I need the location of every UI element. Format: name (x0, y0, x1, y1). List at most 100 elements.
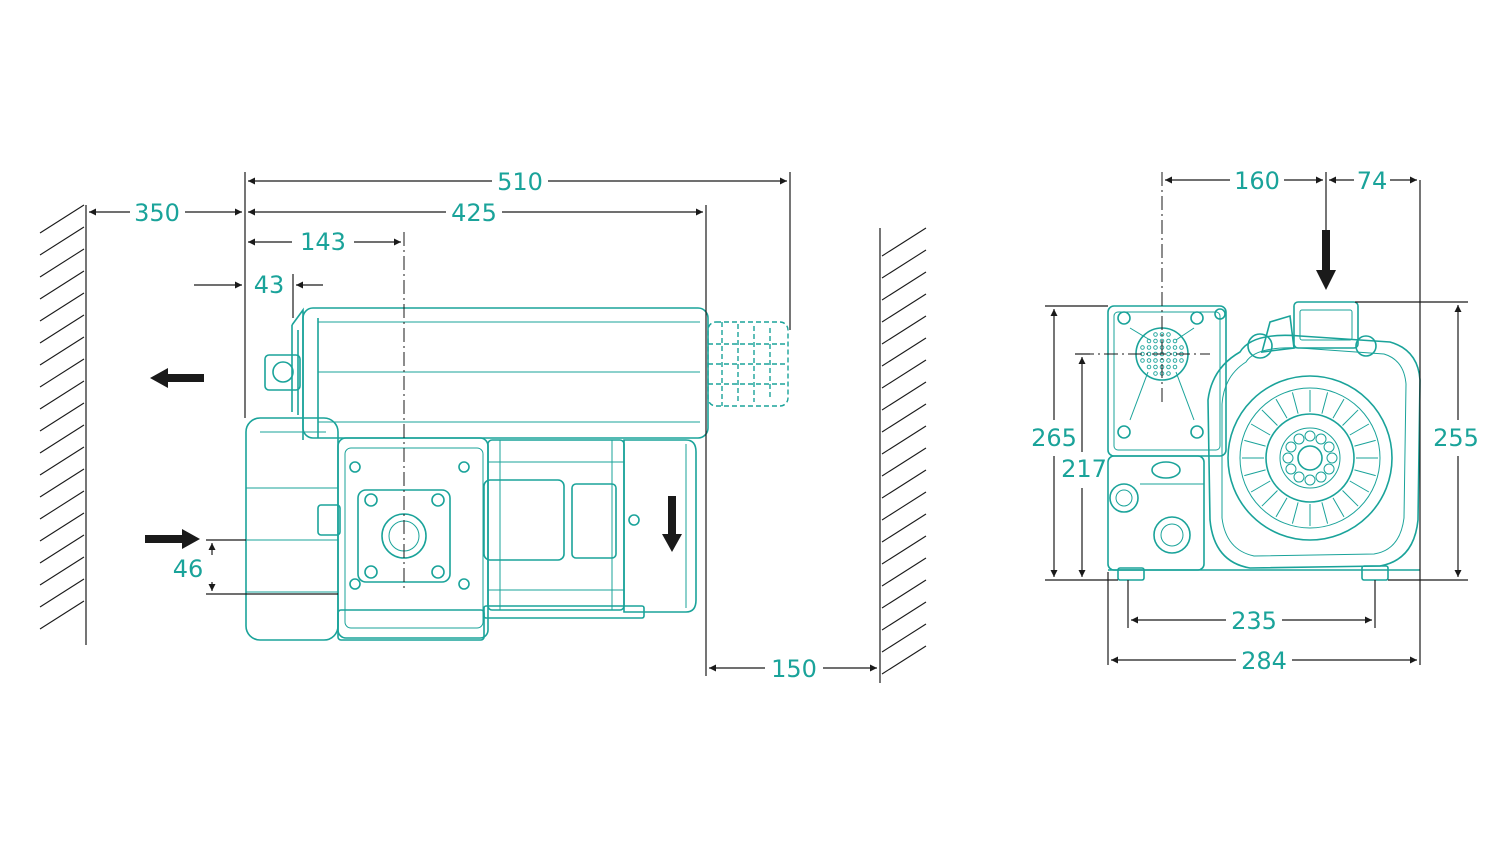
hub-hole (1315, 433, 1327, 445)
hatch-line (39, 578, 85, 608)
hatch-line (881, 315, 927, 345)
inlet-arrow-icon (145, 529, 200, 549)
fan-rib (1342, 409, 1359, 426)
hub-hole (1304, 430, 1316, 442)
hub-hole (1304, 474, 1316, 486)
mesh-dot (1166, 338, 1171, 344)
hatch-line (881, 645, 927, 675)
mesh-dot (1166, 371, 1171, 376)
mesh-dot (1146, 358, 1152, 363)
dim-feet-spacing: 235 (1231, 607, 1277, 635)
hatch-line (39, 534, 85, 564)
dim-wall-clearance-left: 350 (134, 199, 180, 227)
fan-rib (1275, 398, 1288, 419)
dim-wall-clearance-right: 150 (771, 655, 817, 683)
exhaust-arrow-icon (150, 368, 204, 388)
dim-overall-length: 510 (497, 168, 543, 196)
hatch-line (881, 359, 927, 389)
hatch-line (39, 292, 85, 322)
dim-total-width: 284 (1241, 647, 1287, 675)
hatch-line (39, 424, 85, 454)
hatch-line (881, 403, 927, 433)
fan-rib (1261, 490, 1278, 507)
dim-inlet-height: 255 (1433, 424, 1479, 452)
hatch-line (39, 270, 85, 300)
mesh-dot (1153, 364, 1158, 370)
hatch-line (39, 556, 85, 586)
dim-inlet-offset: 43 (254, 271, 285, 299)
mesh-dot (1153, 371, 1158, 376)
mesh-dot (1140, 345, 1145, 350)
hatch-line (39, 468, 85, 498)
fan-rib (1250, 423, 1271, 436)
side-view-pump (245, 307, 789, 641)
dim-inlet-to-edge: 74 (1357, 167, 1388, 195)
hatch-line (39, 248, 85, 278)
end-view-pump (1107, 301, 1421, 581)
fan-rib (1244, 439, 1266, 447)
hatch-line (881, 491, 927, 521)
hub-hole (1293, 433, 1305, 445)
down-arrow-icon (662, 496, 682, 552)
hatch-line (881, 337, 927, 367)
hatch-line (881, 381, 927, 411)
mesh-dot (1140, 358, 1145, 363)
fan-rib (1349, 480, 1370, 493)
mesh-dot (1159, 332, 1165, 337)
fan-rib (1291, 502, 1299, 524)
mesh-dot (1153, 332, 1158, 337)
hatch-line (881, 579, 927, 609)
fan-rib (1354, 439, 1376, 447)
hub-hole (1285, 441, 1297, 453)
dim-inlet-height: 46 (173, 555, 204, 583)
fan-rib (1349, 423, 1370, 436)
fan-rib (1332, 497, 1345, 518)
hatch-line (39, 446, 85, 476)
dim-total-height: 265 (1031, 424, 1077, 452)
fan-rib (1275, 497, 1288, 518)
hub-hole (1293, 471, 1305, 483)
flow-arrows-side (145, 368, 682, 552)
hatch-line (39, 226, 85, 256)
mesh-dot (1146, 345, 1152, 350)
fan-rib (1244, 469, 1266, 477)
fan-rib (1250, 480, 1271, 493)
fan-rib (1291, 392, 1299, 414)
hub-hole (1326, 452, 1338, 464)
fan-rib (1261, 409, 1278, 426)
hatch-line (881, 557, 927, 587)
mesh-dot (1172, 338, 1178, 344)
dim-filter-axis-height: 217 (1061, 455, 1107, 483)
fan-rib (1354, 469, 1376, 477)
fan-rib (1321, 392, 1329, 414)
mesh-dot (1172, 345, 1178, 350)
hatch-line (881, 271, 927, 301)
hatch-line (881, 425, 927, 455)
hatch-line (39, 600, 85, 630)
hatch-line (881, 447, 927, 477)
side-view-dimensions: 510 425 350 143 43 46 150 (89, 168, 877, 683)
end-view-dimensions: 160 74 265 217 255 235 284 (1031, 167, 1479, 675)
hatch-line (39, 402, 85, 432)
hatch-line (39, 512, 85, 542)
hatch-line (881, 249, 927, 279)
end-inlet-arrow-icon (1316, 230, 1336, 290)
mesh-dot (1153, 345, 1158, 350)
fan-rib (1332, 398, 1345, 419)
hatch-line (881, 623, 927, 653)
hatch-line (881, 601, 927, 631)
mesh-dot (1153, 338, 1158, 344)
hub-hole (1323, 463, 1335, 475)
hub-hole (1323, 441, 1335, 453)
fan-grille (1242, 390, 1378, 526)
left-wall (39, 204, 87, 645)
mesh-dot (1166, 351, 1171, 357)
mesh-dot (1166, 332, 1171, 337)
right-wall (879, 227, 927, 683)
hatch-line (881, 469, 927, 499)
hatch-line (39, 314, 85, 344)
hub-hole (1282, 452, 1294, 464)
hub-hole (1285, 463, 1297, 475)
mesh-dot (1179, 345, 1184, 350)
